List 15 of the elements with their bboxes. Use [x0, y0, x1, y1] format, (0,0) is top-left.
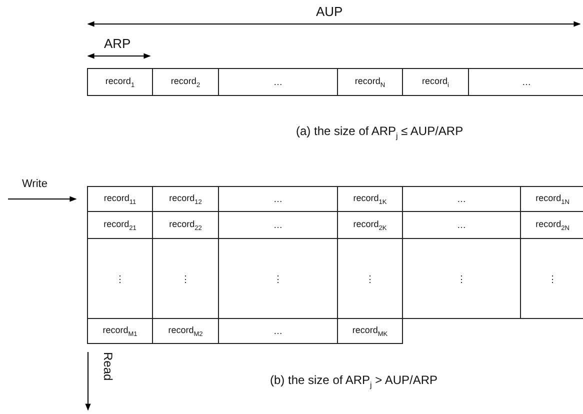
- table-cell: record$_{M1}$: [87, 318, 153, 344]
- table-cell: record$_{11}$: [87, 186, 153, 212]
- annotation-text: Write: [22, 178, 48, 190]
- table-cell: …: [468, 68, 583, 96]
- annotation-text: Read: [101, 352, 115, 381]
- caption: (a) the size of ARP$_{j}$ ≤ AUP/ARP: [296, 124, 464, 140]
- table-cell: …: [218, 68, 338, 96]
- caption: (b) the size of ARP$_{j}$ > AUP/ARP: [270, 373, 438, 390]
- annotation-text: ARP: [104, 36, 131, 51]
- table-cell: record$_{2}$: [152, 68, 219, 96]
- annotation-text: AUP: [316, 4, 343, 19]
- table-cell: record$_{MK}$: [337, 318, 403, 344]
- table-cell: record$_{i}$: [402, 68, 469, 96]
- table-cell: record$_{N}$: [337, 68, 403, 96]
- table-cell: record$_{1}$: [87, 68, 153, 96]
